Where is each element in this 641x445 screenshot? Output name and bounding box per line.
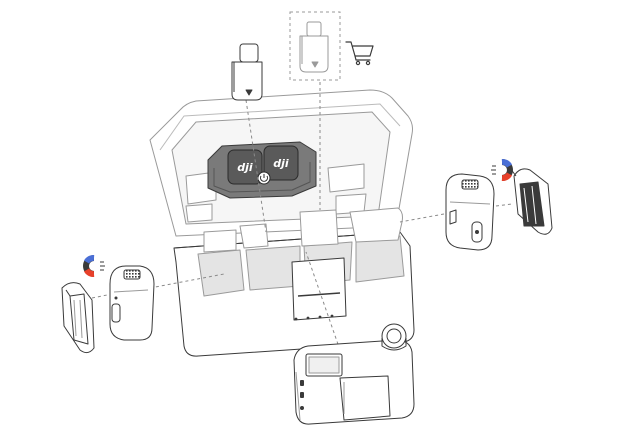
transmitter-right (445, 173, 495, 251)
guide-usb-adapter (245, 99, 267, 233)
magnet-icon (83, 255, 105, 277)
receiver-knob (381, 323, 407, 351)
guide-right-clip (495, 203, 513, 207)
brand-logo-right: dji (273, 157, 289, 170)
right-tx-grille (461, 179, 479, 190)
receiver (293, 323, 415, 425)
lid-transmitter-right (263, 145, 299, 181)
slot-right (355, 235, 405, 283)
shopping-cart-icon (345, 41, 374, 66)
guide-right-transmitter (399, 213, 445, 223)
adapter-body (231, 61, 263, 101)
led-4 (330, 314, 334, 318)
status-leds (294, 314, 334, 321)
left-tx-side (111, 303, 121, 323)
lid-transmitter-left (227, 149, 263, 185)
led-2 (306, 316, 310, 320)
front-slot (297, 292, 341, 297)
lid-tray-low-left (185, 203, 213, 223)
guide-left-transmitter (149, 273, 225, 289)
case-front-panel (291, 257, 347, 321)
lid-docked-transmitters: dji dji (227, 145, 299, 185)
lid-rim (159, 103, 401, 151)
magnetic-clip-right (509, 167, 553, 235)
lid-tray-right (327, 163, 365, 193)
power-icon (257, 171, 271, 185)
left-tx-grille (123, 269, 141, 280)
brand-logo-left: dji (237, 161, 253, 174)
adapter-arrow (245, 89, 253, 96)
adapter-connector (239, 43, 259, 63)
magnet-icon (491, 159, 513, 181)
guide-receiver (305, 251, 341, 351)
lightning-adapter-optional (289, 11, 341, 81)
guide-lines (91, 82, 513, 351)
led-3 (318, 315, 322, 319)
slot-left (197, 249, 245, 297)
left-tx-body (109, 265, 155, 341)
led-1 (294, 317, 298, 321)
guide-left-clip (91, 293, 113, 299)
right-clip-front (519, 181, 545, 227)
usb-c-adapter (231, 43, 263, 101)
magnetic-clip-left (61, 282, 95, 354)
charging-case (149, 89, 415, 357)
receiver-ports (300, 380, 304, 410)
receiver-clip (339, 375, 391, 421)
transmitter-left (109, 265, 155, 341)
optional-accessory-box (289, 11, 341, 81)
